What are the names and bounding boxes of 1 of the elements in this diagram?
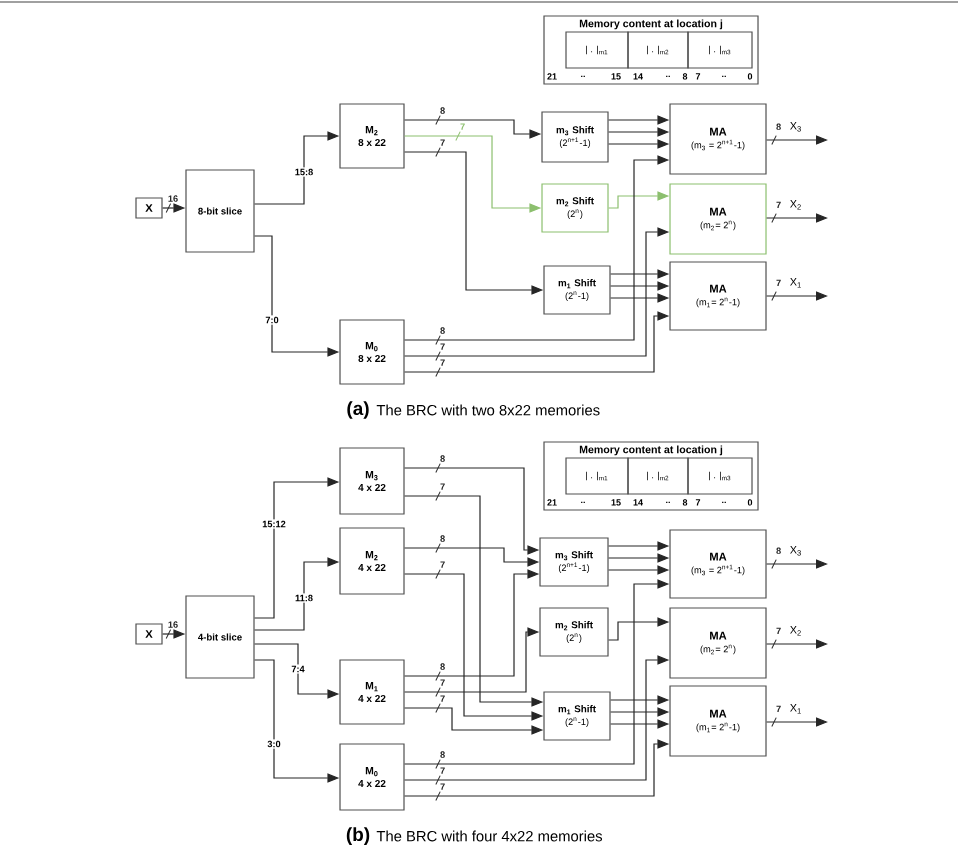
subfigure-letter: (a) [347,401,369,419]
